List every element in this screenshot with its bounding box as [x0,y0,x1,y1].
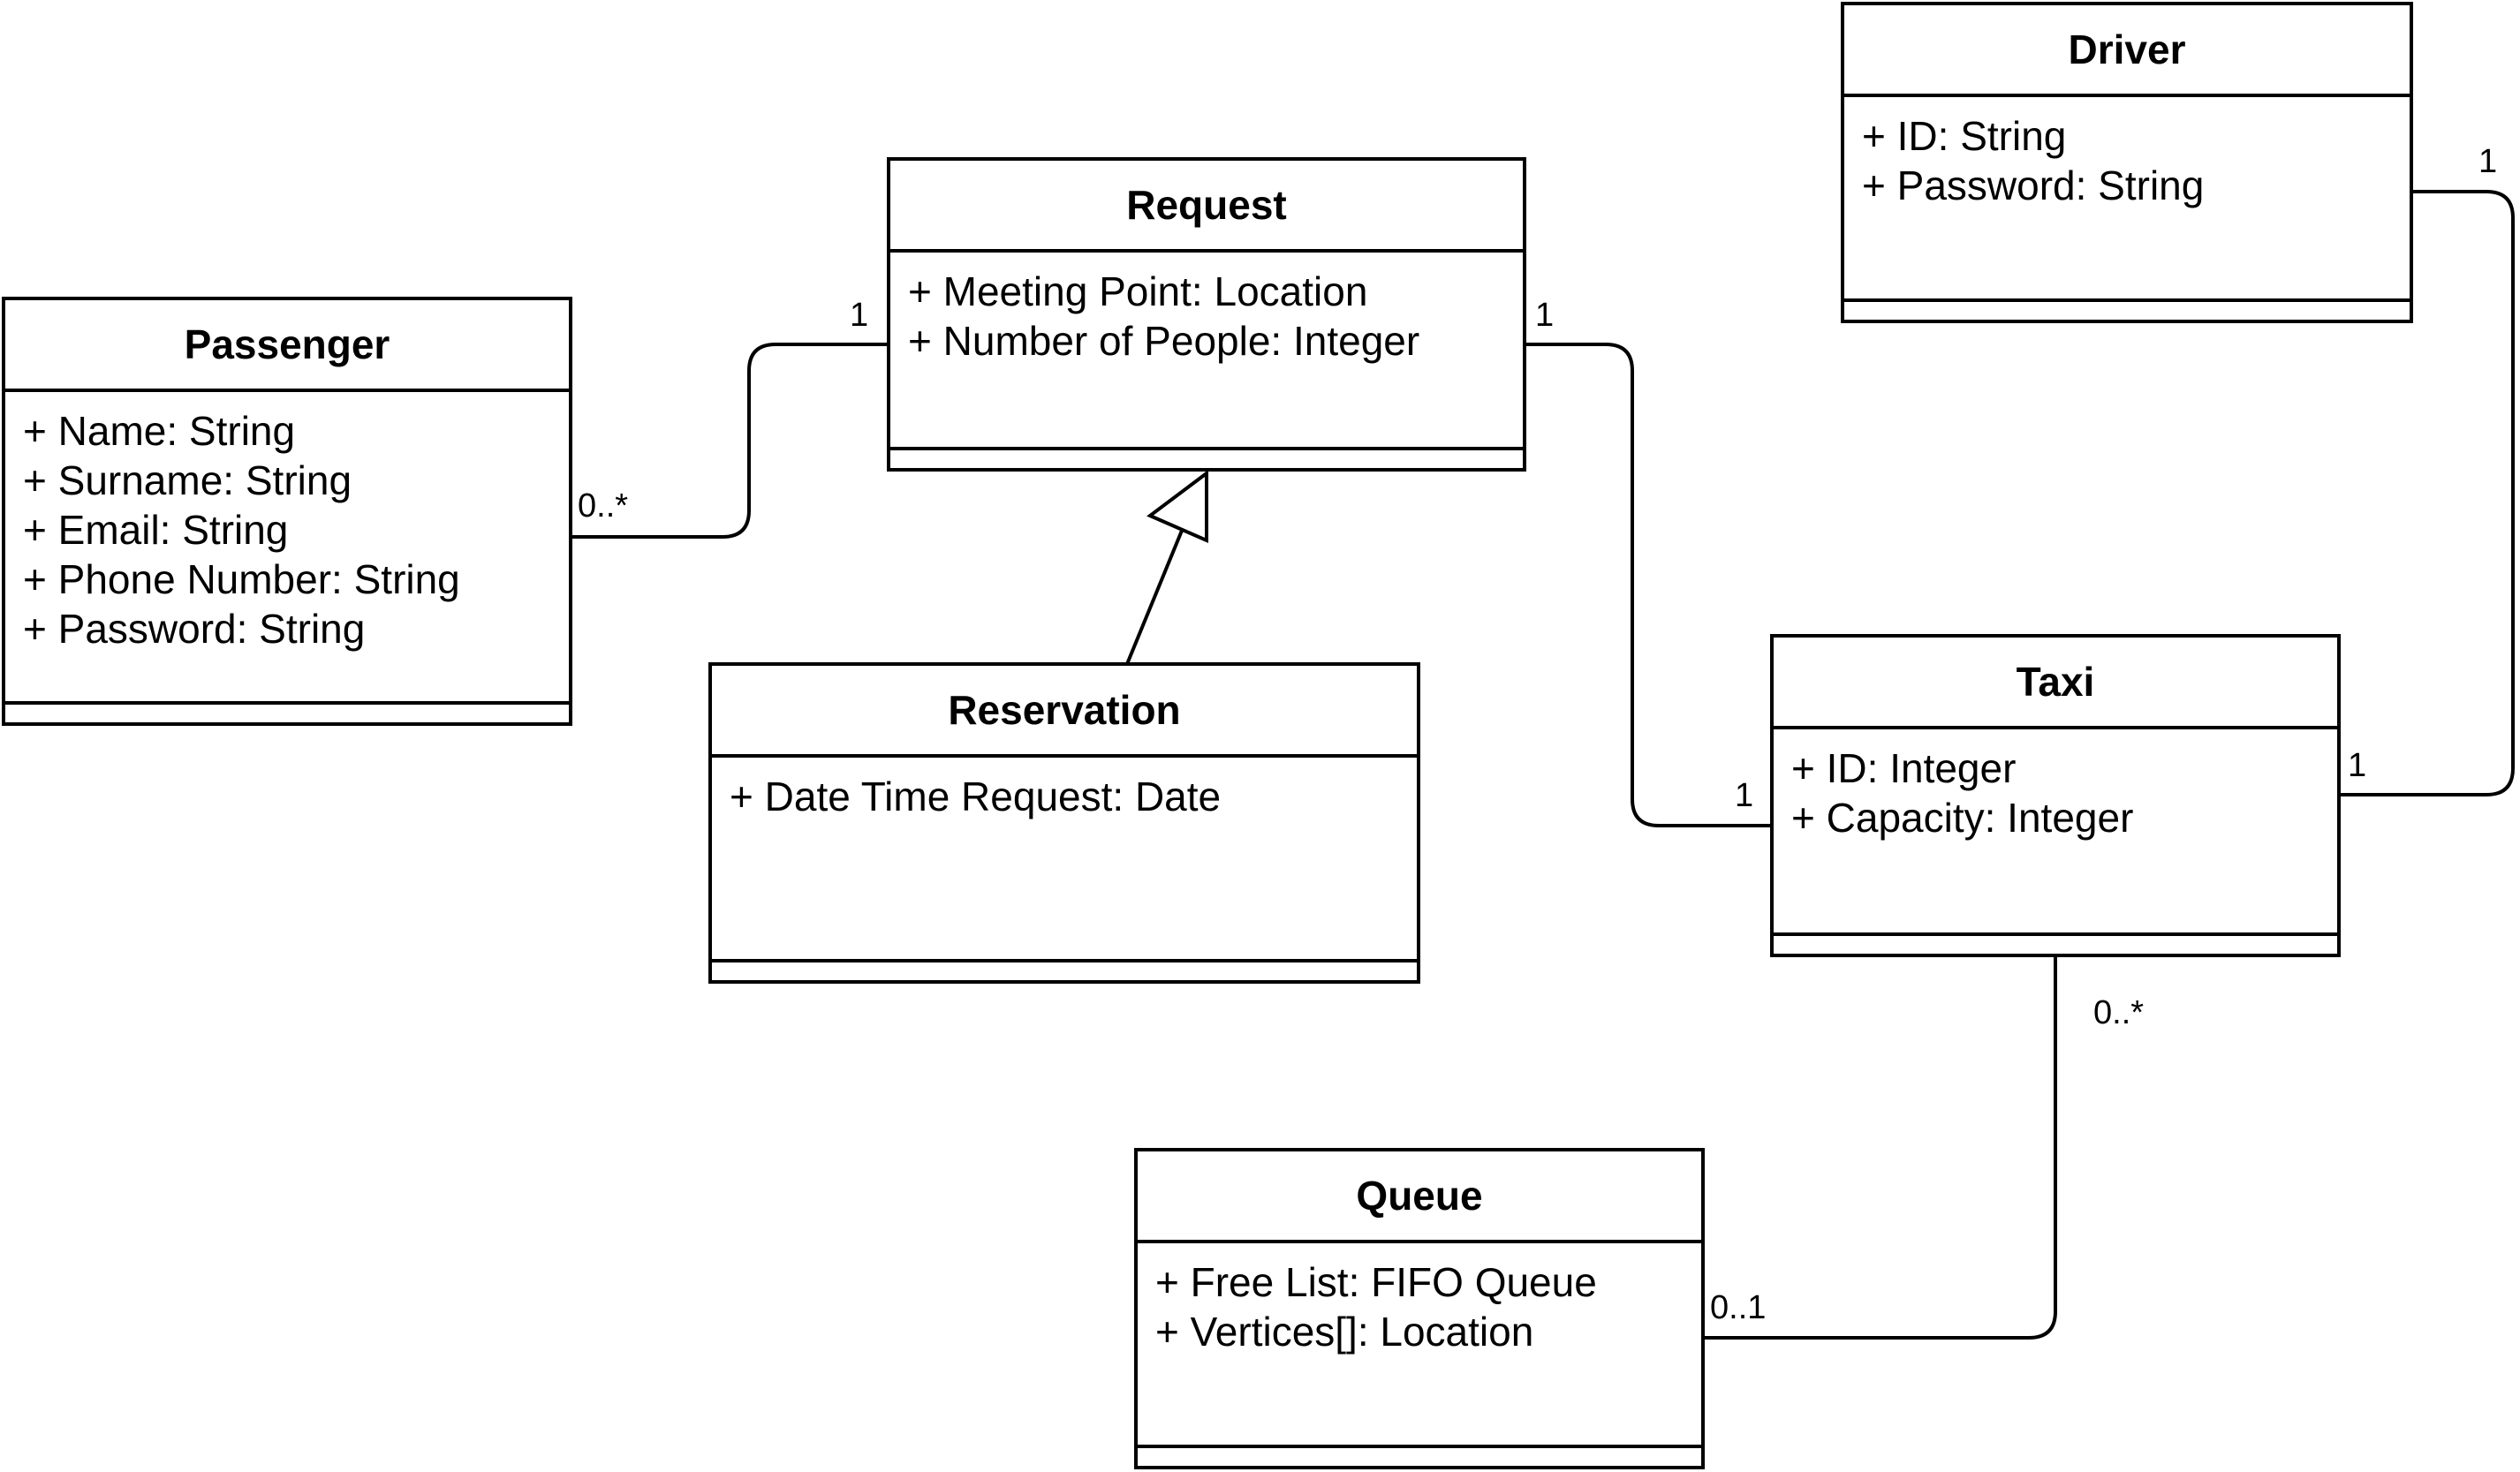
class-queue-attributes: + Free List: FIFO Queue + Vertices[]: Lo… [1155,1257,1694,1356]
class-reservation-attributes: + Date Time Request: Date [730,772,1410,821]
generalization-arrow [1146,470,1208,544]
class-reservation-name: Reservation [712,666,1417,758]
attribute: + Email: String [23,507,289,553]
attribute: + Surname: String [23,457,352,503]
multiplicity-queue-end: 0..1 [1710,1289,1767,1326]
attribute: + ID: String [1862,113,2067,159]
class-reservation[interactable]: Reservation + Date Time Request: Date [708,662,1420,984]
driver-taxi-association [2341,190,2515,796]
taxi-queue-association [1703,956,2057,1340]
class-queue[interactable]: Queue + Free List: FIFO Queue + Vertices… [1134,1148,1705,1469]
multiplicity-driver-end: 1 [2478,143,2498,180]
class-taxi-attributes: + ID: Integer + Capacity: Integer [1791,744,2330,842]
multiplicity-request-end-passenger: 1 [850,297,869,334]
attribute: + Password: String [1862,162,2205,208]
class-driver-operations [1844,298,2410,320]
multiplicity-passenger-end: 0..* [578,487,629,525]
class-taxi-operations [1774,932,2337,954]
attribute: + Meeting Point: Location [908,268,1368,314]
attribute: + Capacity: Integer [1791,795,2134,841]
multiplicity-taxi-end-request: 1 [1735,777,1754,814]
attribute: + Phone Number: String [23,556,460,602]
class-passenger[interactable]: Passenger + Name: String + Surname: Stri… [2,297,572,726]
class-reservation-operations [712,959,1417,980]
multiplicity-request-end-taxi: 1 [1535,297,1555,334]
class-request[interactable]: Request + Meeting Point: Location + Numb… [887,157,1526,472]
class-queue-name: Queue [1138,1151,1701,1243]
attribute: + Date Time Request: Date [730,774,1222,819]
class-request-operations [890,447,1523,468]
attribute: + Password: String [23,606,366,652]
class-passenger-operations [5,701,569,722]
class-taxi-name: Taxi [1774,638,2337,729]
class-taxi[interactable]: Taxi + ID: Integer + Capacity: Integer [1770,634,2341,957]
attribute: + Vertices[]: Location [1155,1309,1534,1355]
class-driver-attributes: + ID: String + Password: String [1862,111,2403,210]
multiplicity-taxi-end-driver: 1 [2348,747,2367,784]
class-queue-operations [1138,1445,1701,1466]
class-driver[interactable]: Driver + ID: String + Password: String [1841,2,2413,323]
passenger-request-association [571,343,889,539]
multiplicity-taxi-end-queue: 0..* [2093,994,2145,1031]
class-request-name: Request [890,161,1523,253]
generalization-line [1125,525,1185,665]
request-taxi-association [1525,343,1772,827]
attribute: + Free List: FIFO Queue [1155,1259,1597,1305]
attribute: + ID: Integer [1791,745,2017,791]
class-passenger-attributes: + Name: String + Surname: String + Email… [23,406,562,653]
attribute: + Name: String [23,408,296,454]
class-passenger-name: Passenger [5,300,569,392]
class-driver-name: Driver [1844,5,2410,97]
class-request-attributes: + Meeting Point: Location + Number of Pe… [908,267,1516,366]
attribute: + Number of People: Integer [908,318,1420,364]
